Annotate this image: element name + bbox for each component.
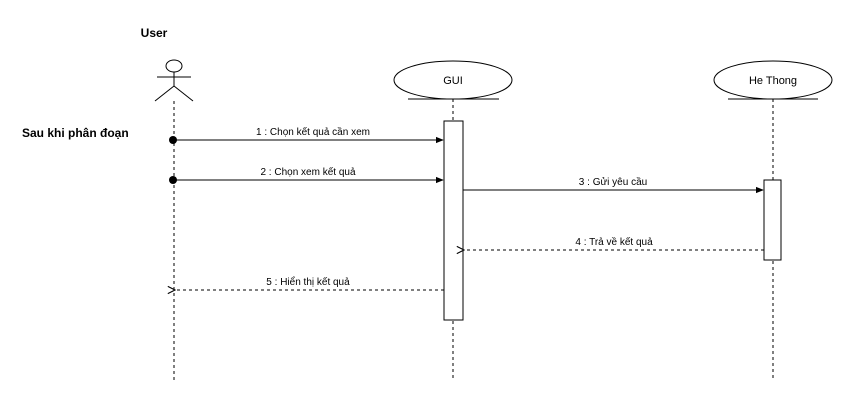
frame-label: Sau khi phân đoạn xyxy=(22,126,129,140)
system-participant: He Thong xyxy=(713,60,833,380)
message-4-label: 4 : Trả về kết quả xyxy=(575,236,653,248)
gui-label: GUI xyxy=(443,75,463,87)
message-3-label: 3 : Gửi yêu cầu xyxy=(579,176,647,188)
message-4: 4 : Trả về kết quả xyxy=(464,236,764,250)
message-5-label: 5 : Hiển thị kết quả xyxy=(266,276,350,288)
stick-figure-icon xyxy=(154,59,194,102)
system-activation-bar xyxy=(763,179,782,261)
message-5: 5 : Hiển thị kết quả xyxy=(175,276,444,290)
message-1: 1 : Chọn kết quả cần xem xyxy=(169,126,444,144)
message-2: 2 : Chọn xem kết quả xyxy=(169,166,444,184)
message-3: 3 : Gửi yêu cầu xyxy=(463,176,764,194)
gui-activation-bar xyxy=(443,120,464,321)
message-1-label: 1 : Chọn kết quả cần xem xyxy=(256,126,370,138)
user-label: User xyxy=(141,26,168,40)
message-2-label: 2 : Chọn xem kết quả xyxy=(260,166,355,178)
system-label: He Thong xyxy=(749,75,797,87)
gui-participant: GUI xyxy=(393,60,513,380)
user-actor: User xyxy=(141,26,194,380)
